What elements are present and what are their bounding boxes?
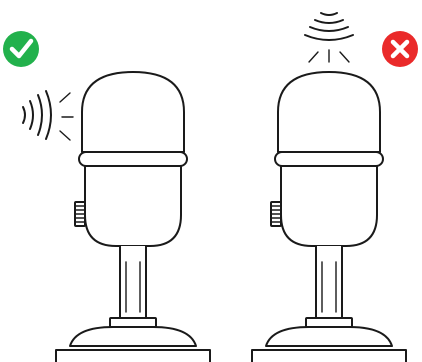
microphone-ring [79, 152, 187, 166]
microphone-head [278, 72, 380, 152]
microphone-ring [275, 152, 383, 166]
gain-knob [271, 202, 281, 226]
sound-direction-lines [60, 93, 73, 140]
cross-icon [382, 31, 418, 67]
sound-direction-lines [309, 50, 349, 62]
stand-foot [252, 350, 406, 362]
panel-correct [3, 31, 210, 362]
stand-base [266, 327, 392, 346]
microphone-stem [120, 246, 146, 318]
stand-foot [56, 350, 210, 362]
microphone-head [82, 72, 184, 152]
microphone-body [281, 166, 377, 246]
sound-waves-top-icon [305, 13, 353, 40]
gain-knob [75, 202, 85, 226]
microphone-incorrect [252, 72, 406, 362]
microphone-body [85, 166, 181, 246]
sound-waves-side-icon [23, 91, 51, 139]
microphone-stem [316, 246, 342, 318]
stand-base [70, 327, 196, 346]
panel-incorrect [252, 13, 418, 362]
check-icon [3, 31, 39, 67]
microphone-correct [56, 72, 210, 362]
stand-collar [110, 318, 156, 327]
stand-collar [306, 318, 352, 327]
